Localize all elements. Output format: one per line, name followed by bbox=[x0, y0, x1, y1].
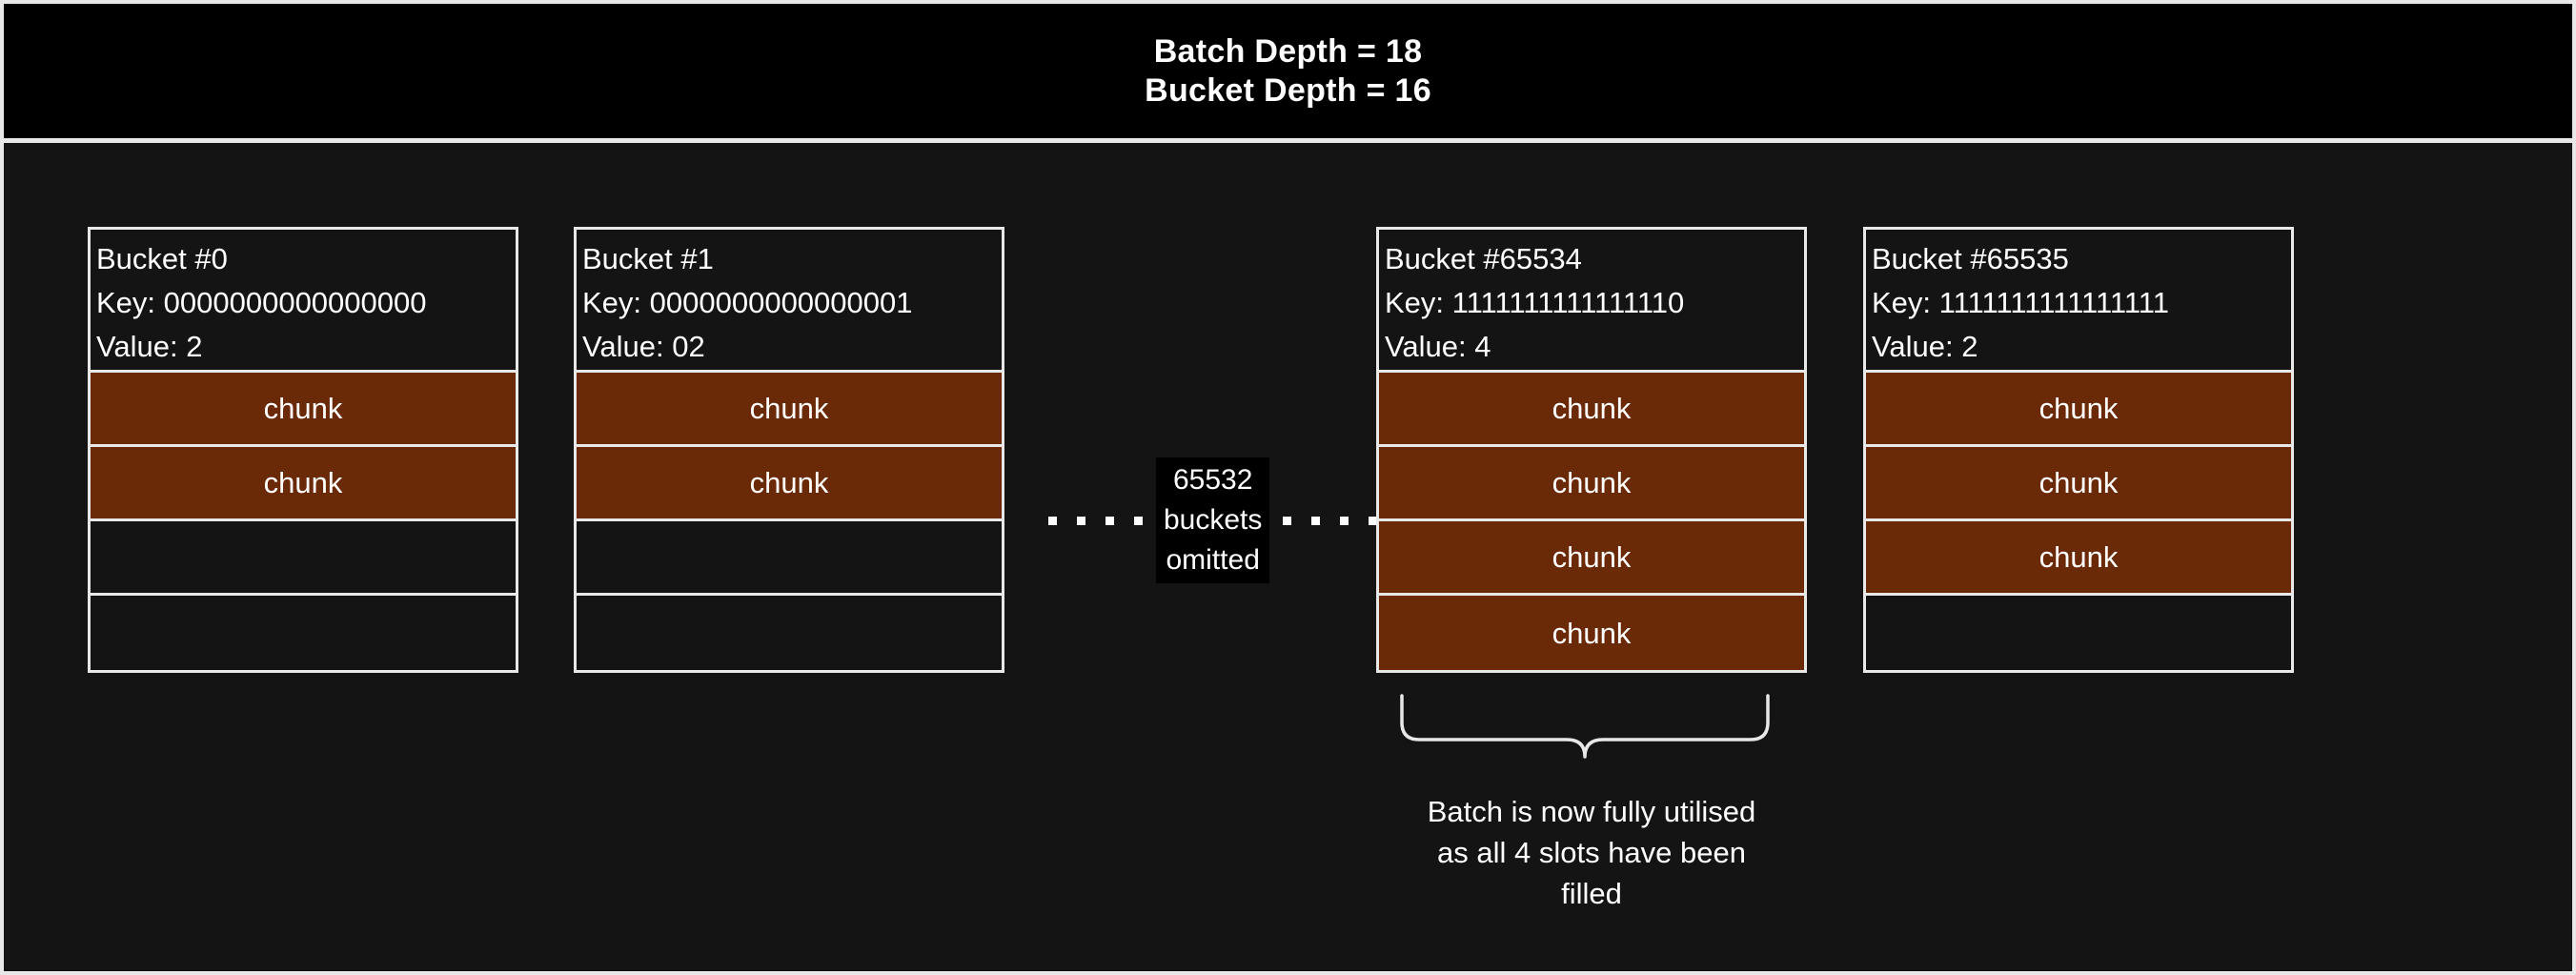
slot-label: chunk bbox=[2038, 466, 2119, 499]
omitted-count-label: 65532 buckets omitted bbox=[1156, 457, 1270, 583]
bucket-slot-empty[interactable] bbox=[577, 596, 1002, 670]
bucket-title-65534: Bucket #65534 bbox=[1385, 242, 1582, 275]
bucket-title-65535: Bucket #65535 bbox=[1872, 242, 2069, 275]
bucket-slot-empty[interactable] bbox=[577, 521, 1002, 596]
bucket-slots-0: chunk chunk bbox=[91, 373, 516, 670]
bucket-depth-label: Bucket Depth = 16 bbox=[1145, 71, 1431, 109]
bucket-key-65535: Key: 1111111111111111 bbox=[1872, 286, 2169, 319]
bucket-value-65535: Value: 2 bbox=[1872, 330, 1978, 363]
bucket-slot[interactable]: chunk bbox=[1866, 373, 2291, 447]
dot-icon bbox=[1077, 516, 1085, 525]
caption-line-2: as all 4 slots have been bbox=[1437, 836, 1746, 869]
slot-label: chunk bbox=[749, 466, 829, 499]
dot-icon bbox=[1340, 516, 1349, 525]
omitted-buckets-marker: 65532 buckets omitted bbox=[1035, 457, 1390, 583]
slot-label: chunk bbox=[1552, 616, 1632, 650]
bucket-card-1[interactable]: Bucket #1 Key: 0000000000000001 Value: 0… bbox=[574, 227, 1004, 673]
bucket-slot[interactable]: chunk bbox=[577, 373, 1002, 447]
bucket-card-65534[interactable]: Bucket #65534 Key: 1111111111111110 Valu… bbox=[1376, 227, 1807, 673]
dot-icon bbox=[1311, 516, 1321, 525]
bucket-header-65534: Bucket #65534 Key: 1111111111111110 Valu… bbox=[1379, 230, 1804, 373]
bucket-slots-65535: chunk chunk chunk bbox=[1866, 373, 2291, 670]
omitted-word: omitted bbox=[1166, 544, 1260, 576]
bucket-slot[interactable]: chunk bbox=[1379, 596, 1804, 670]
bucket-slot-empty[interactable] bbox=[1866, 596, 2291, 670]
bucket-slots-1: chunk chunk bbox=[577, 373, 1002, 670]
bucket-slot[interactable]: chunk bbox=[1379, 447, 1804, 521]
bucket-title-1: Bucket #1 bbox=[582, 242, 714, 275]
omitted-unit: buckets bbox=[1164, 504, 1263, 536]
caption-line-1: Batch is now fully utilised bbox=[1427, 795, 1756, 828]
batch-utilisation-caption: Batch is now fully utilised as all 4 slo… bbox=[1376, 791, 1807, 914]
brace-annotation bbox=[1399, 694, 1771, 759]
bucket-card-0[interactable]: Bucket #0 Key: 0000000000000000 Value: 2… bbox=[88, 227, 518, 673]
slot-label: chunk bbox=[263, 466, 343, 499]
bucket-slot[interactable]: chunk bbox=[1866, 521, 2291, 596]
bucket-slot[interactable]: chunk bbox=[1379, 373, 1804, 447]
batch-depth-label: Batch Depth = 18 bbox=[1153, 32, 1423, 70]
bucket-value-65534: Value: 4 bbox=[1385, 330, 1491, 363]
bucket-slot[interactable]: chunk bbox=[91, 373, 516, 447]
bucket-value-0: Value: 2 bbox=[96, 330, 203, 363]
slot-label: chunk bbox=[1552, 392, 1632, 425]
slot-label: chunk bbox=[2038, 540, 2119, 574]
caption-line-3: filled bbox=[1561, 877, 1622, 910]
bucket-key-65534: Key: 1111111111111110 bbox=[1385, 286, 1685, 319]
bucket-header-1: Bucket #1 Key: 0000000000000001 Value: 0… bbox=[577, 230, 1002, 373]
dot-icon bbox=[1134, 516, 1143, 525]
ellipsis-dots-left bbox=[1035, 516, 1156, 525]
bucket-title-0: Bucket #0 bbox=[96, 242, 228, 275]
dot-icon bbox=[1048, 516, 1057, 525]
ellipsis-dots-right bbox=[1269, 516, 1390, 525]
curly-brace-icon bbox=[1400, 694, 1770, 759]
dot-icon bbox=[1105, 516, 1114, 525]
slot-label: chunk bbox=[1552, 466, 1632, 499]
bucket-slot[interactable]: chunk bbox=[1866, 447, 2291, 521]
bucket-header-0: Bucket #0 Key: 0000000000000000 Value: 2 bbox=[91, 230, 516, 373]
slot-label: chunk bbox=[749, 392, 829, 425]
slot-label: chunk bbox=[263, 392, 343, 425]
bucket-slot[interactable]: chunk bbox=[1379, 521, 1804, 596]
diagram-canvas: Bucket #0 Key: 0000000000000000 Value: 2… bbox=[4, 143, 2572, 971]
header-banner: Batch Depth = 18 Bucket Depth = 16 bbox=[4, 4, 2572, 143]
bucket-slot-empty[interactable] bbox=[91, 596, 516, 670]
bucket-header-65535: Bucket #65535 Key: 1111111111111111 Valu… bbox=[1866, 230, 2291, 373]
bucket-key-0: Key: 0000000000000000 bbox=[96, 286, 427, 319]
bucket-slot-empty[interactable] bbox=[91, 521, 516, 596]
bucket-card-65535[interactable]: Bucket #65535 Key: 1111111111111111 Valu… bbox=[1863, 227, 2294, 673]
slot-label: chunk bbox=[1552, 540, 1632, 574]
dot-icon bbox=[1283, 516, 1292, 525]
bucket-slots-65534: chunk chunk chunk chunk bbox=[1379, 373, 1804, 670]
bucket-slot[interactable]: chunk bbox=[577, 447, 1002, 521]
omitted-count: 65532 bbox=[1172, 464, 1253, 496]
bucket-slot[interactable]: chunk bbox=[91, 447, 516, 521]
bucket-value-1: Value: 02 bbox=[582, 330, 705, 363]
bucket-key-1: Key: 0000000000000001 bbox=[582, 286, 913, 319]
dot-icon bbox=[1369, 516, 1378, 525]
slot-label: chunk bbox=[2038, 392, 2119, 425]
